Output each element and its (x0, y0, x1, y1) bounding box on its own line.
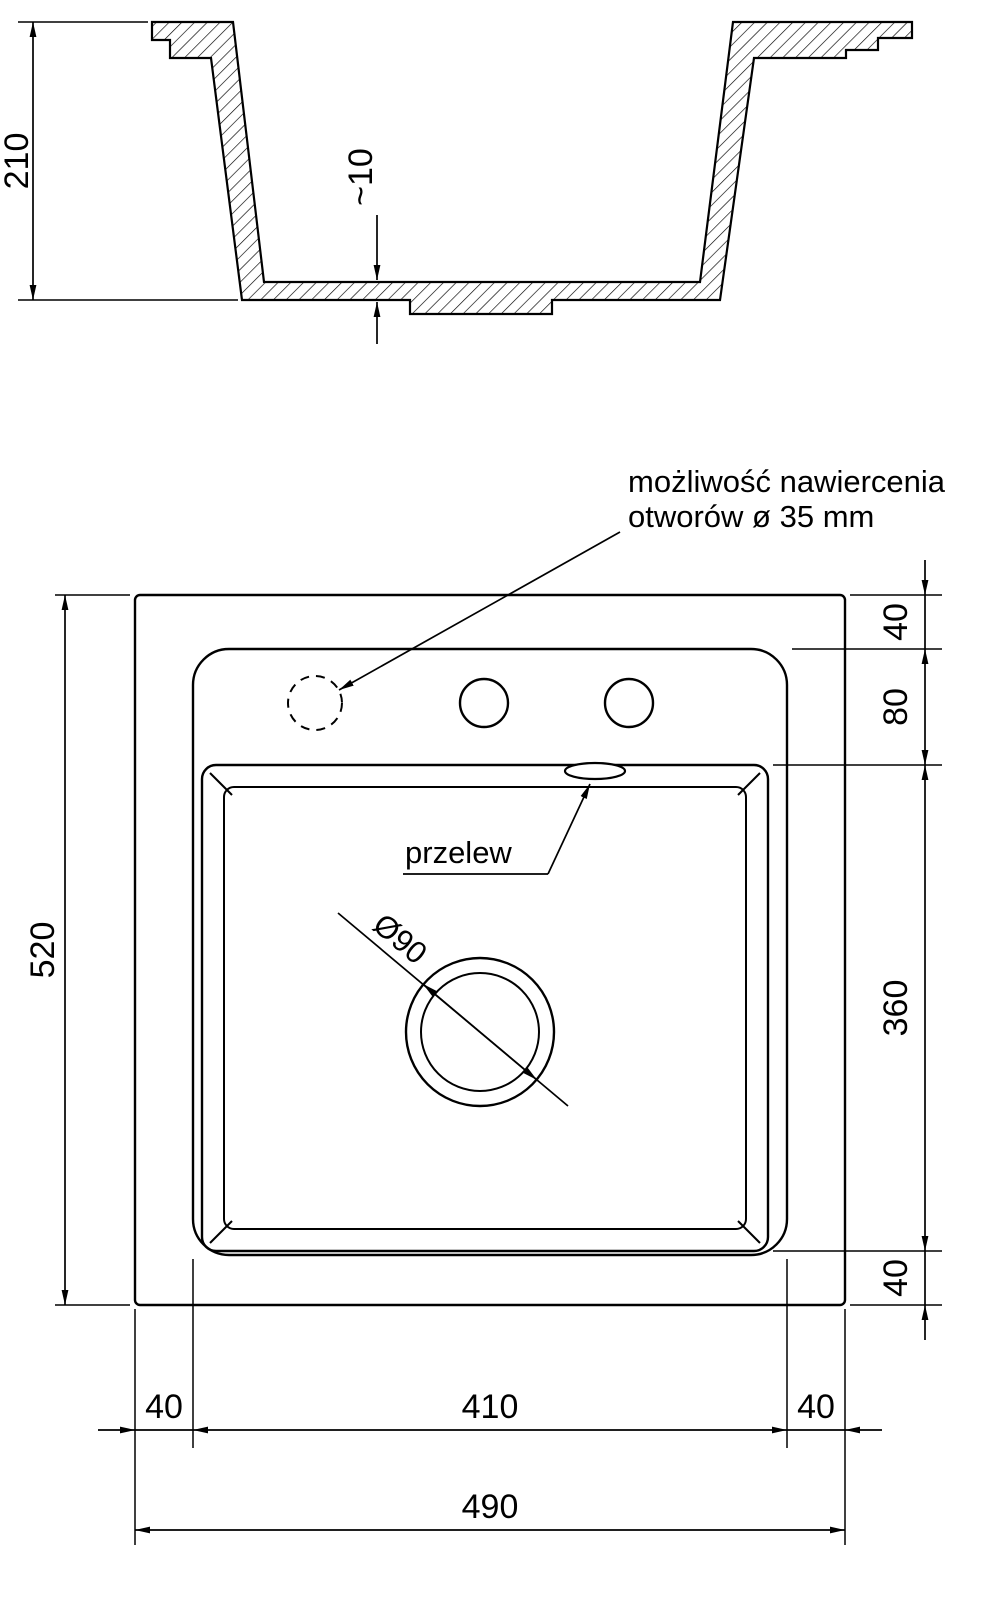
right-dim40top-label: 40 (877, 603, 915, 641)
bowl-corner-bevel-br (737, 1220, 761, 1244)
overflow-slot (563, 761, 627, 781)
bowl-outer-outline (200, 763, 770, 1253)
drain-diameter-label: Ø90 (367, 907, 434, 971)
depth-dim-label: 210 (0, 133, 36, 190)
faucet-hole-right (603, 677, 655, 729)
right-dim40bottom-label: 40 (877, 1259, 915, 1297)
plan-inner-rim (191, 647, 789, 1257)
bottom-dim410-label: 410 (462, 1388, 519, 1426)
drill-callout-arrow (338, 531, 621, 691)
bottom-dim490-label: 490 (462, 1488, 519, 1526)
left-dim520-label: 520 (24, 922, 62, 979)
drain-outer-circle (404, 956, 556, 1108)
faucet-hole-center (458, 677, 510, 729)
bowl-corner-bevel-tr (737, 772, 761, 796)
bottom-dim40right-label: 40 (797, 1388, 835, 1426)
right-dim80-label: 80 (877, 688, 915, 726)
drain-inner-circle (420, 972, 540, 1092)
bowl-corner-bevel-tl (209, 772, 233, 796)
section-sink-body (150, 20, 914, 316)
thickness-dim-label: ~10 (342, 148, 380, 206)
overflow-label: przelew (405, 835, 512, 870)
plan-view: przelew możliwość nawiercenia otworów ø … (24, 464, 946, 1545)
bowl-inner-outline (223, 786, 747, 1230)
right-dim360-label: 360 (877, 980, 915, 1037)
section-view: 210 ~10 (0, 20, 914, 344)
faucet-hole-optional-dashed (287, 675, 343, 731)
bowl-corner-bevel-bl (209, 1220, 233, 1244)
bottom-dim40left-label: 40 (145, 1388, 183, 1426)
drill-callout-line1: możliwość nawiercenia (628, 464, 946, 499)
drain-diameter-arrow-upper (422, 983, 481, 1033)
overflow-leader-arrow (547, 783, 591, 875)
drill-callout-line2: otworów ø 35 mm (628, 499, 874, 534)
drain-diameter-arrow-lower (479, 1031, 538, 1081)
plan-outer-edge (133, 593, 847, 1307)
